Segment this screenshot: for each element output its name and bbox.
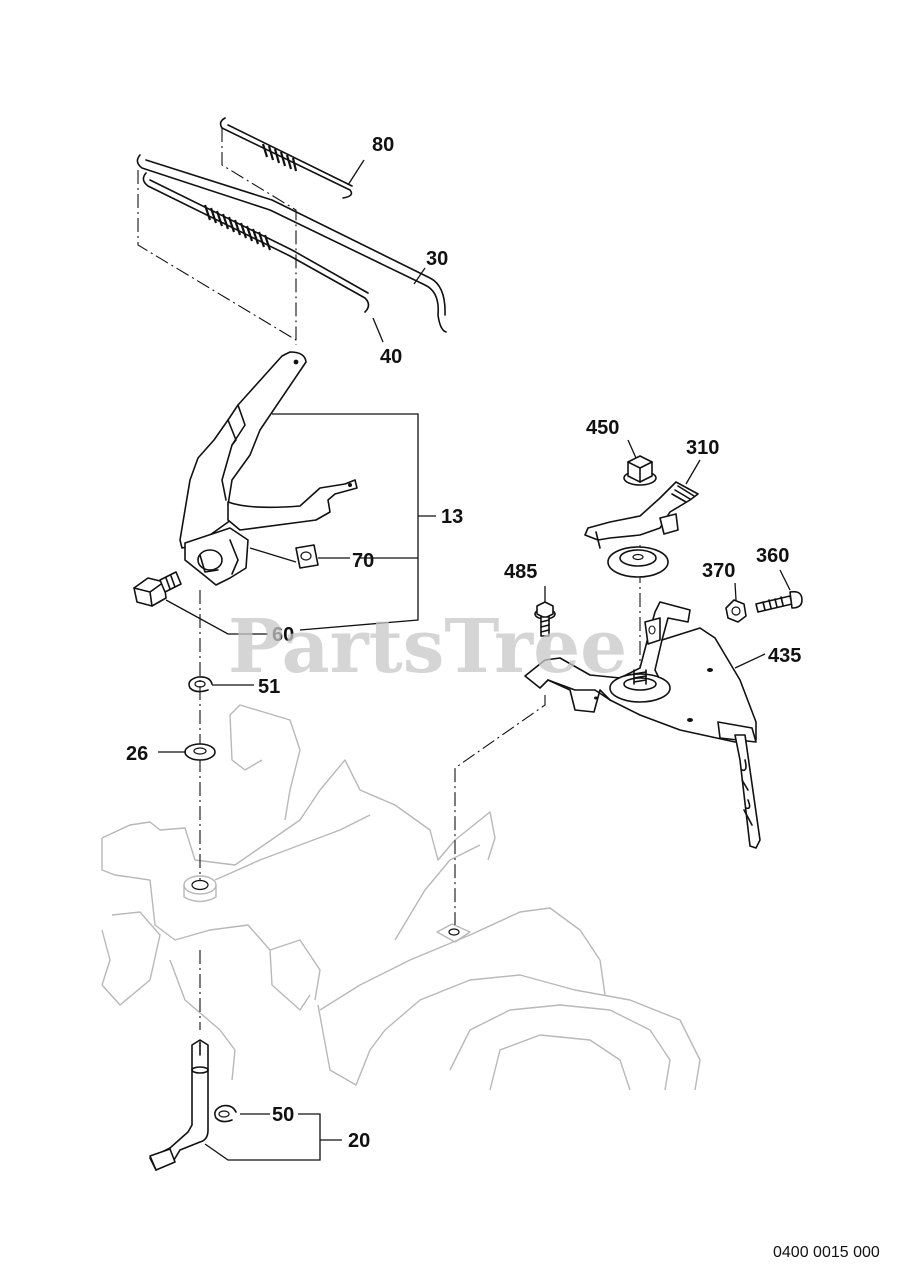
watermark: PartsTree xyxy=(228,604,627,690)
spring-coil-40 xyxy=(203,204,272,251)
governor-lever-13 xyxy=(179,351,358,586)
e-clip-51 xyxy=(188,676,213,693)
document-number: 0400 0015 000 xyxy=(773,1244,880,1261)
e-clip-50 xyxy=(214,1104,237,1123)
callout-26: 26 xyxy=(126,743,148,765)
callout-13: 13 xyxy=(441,506,463,528)
bolt-360 xyxy=(755,590,803,613)
friction-disc xyxy=(607,546,669,578)
governor-rod-30 xyxy=(136,154,447,333)
spring-rod-40 xyxy=(142,172,370,313)
callout-80: 80 xyxy=(372,134,394,156)
callout-51: 51 xyxy=(258,676,280,698)
callout-60: 60 xyxy=(272,624,294,646)
callout-450: 450 xyxy=(586,417,619,439)
flange-nut-450 xyxy=(623,455,657,486)
throttle-lever-310 xyxy=(584,481,699,549)
governor-shaft-20 xyxy=(149,1039,209,1171)
callout-435: 435 xyxy=(768,645,801,667)
callout-360: 360 xyxy=(756,545,789,567)
callout-30: 30 xyxy=(426,248,448,270)
leader-lines xyxy=(158,159,791,1161)
callout-70: 70 xyxy=(352,550,374,572)
hex-nut-370 xyxy=(725,599,747,623)
control-bracket-435 xyxy=(524,601,761,849)
assembly-center-lines xyxy=(137,128,641,1030)
callout-labels: 80 30 40 13 70 60 51 26 50 20 450 310 48… xyxy=(126,134,801,1152)
callout-20: 20 xyxy=(348,1130,370,1152)
callout-310: 310 xyxy=(686,437,719,459)
square-nut-70 xyxy=(295,544,319,569)
engine-outline xyxy=(101,704,701,1091)
washer-26 xyxy=(184,743,216,761)
hex-bolt-485 xyxy=(534,601,556,637)
spring-rod-80 xyxy=(219,117,353,199)
hex-bolt-60 xyxy=(133,571,182,607)
callout-485: 485 xyxy=(504,561,537,583)
callout-40: 40 xyxy=(380,346,402,368)
callout-370: 370 xyxy=(702,560,735,582)
callout-50: 50 xyxy=(272,1104,294,1126)
spring-coil-80 xyxy=(261,143,298,172)
